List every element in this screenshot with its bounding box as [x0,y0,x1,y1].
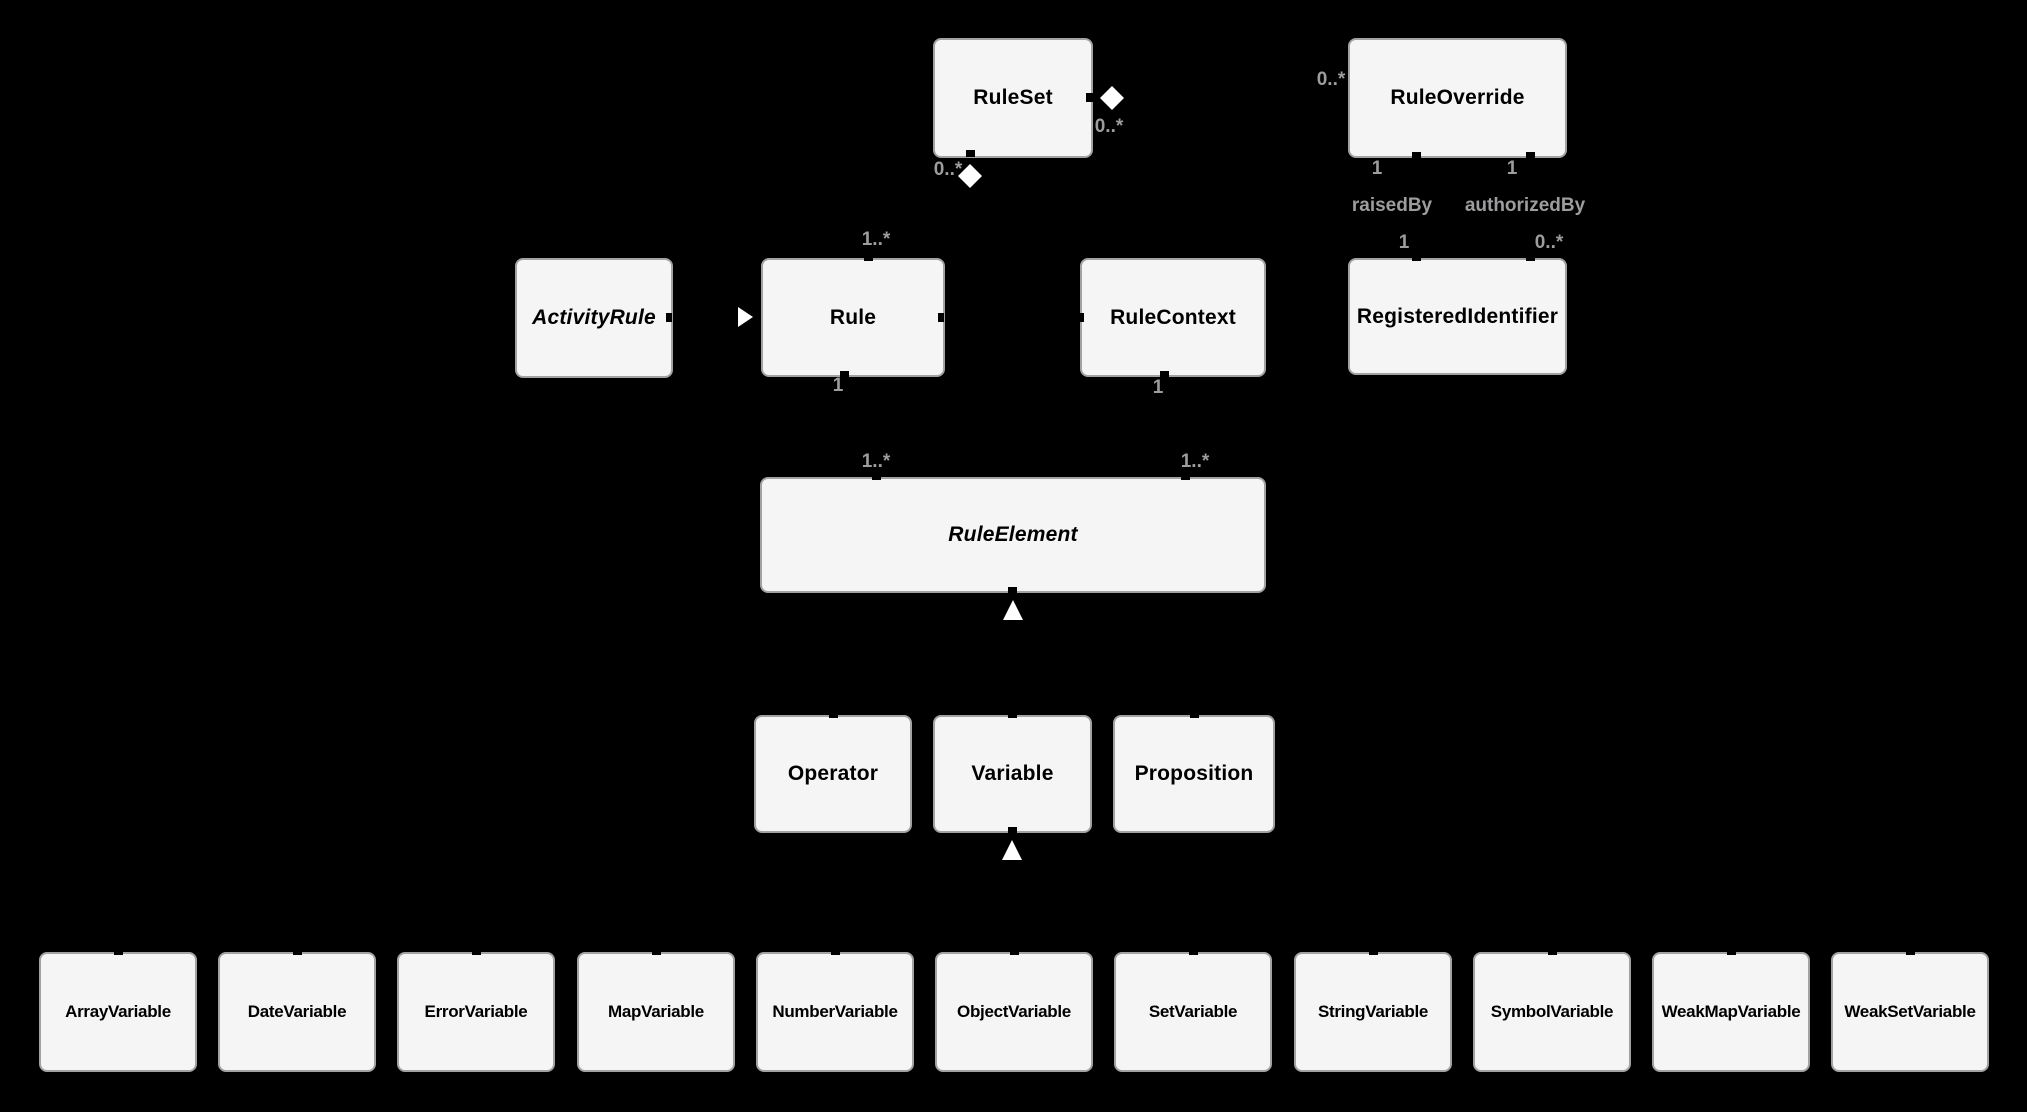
class-registeredidentifier-label: RegisteredIdentifier [1356,304,1559,328]
connector-stub [1160,371,1169,377]
class-weaksetvariable-label: WeakSetVariable [1844,1002,1976,1021]
class-errorvariable-label: ErrorVariable [424,1002,528,1021]
multiplicity-ruleset-override-source: 0..* [1094,116,1124,137]
multiplicity-rule-element-source: 1 [832,375,844,396]
connector-stub [840,371,849,377]
connector-stub [652,949,661,955]
generalization-arrow-icon [738,307,753,327]
class-symbolvariable-label: SymbolVariable [1490,1002,1614,1021]
class-rule[interactable]: Rule [761,258,945,377]
connector-stub [293,949,302,955]
class-variable-label: Variable [971,762,1054,785]
class-weakmapvariable[interactable]: WeakMapVariable [1652,952,1810,1072]
class-ruleset-label: RuleSet [973,86,1053,109]
connector-stub [966,150,975,157]
class-ruleset[interactable]: RuleSet [933,38,1093,158]
connector-stub [1181,474,1190,480]
connector-stub [872,474,881,480]
class-rulecontext[interactable]: RuleContext [1080,258,1266,377]
class-arrayvariable-label: ArrayVariable [65,1002,171,1021]
class-datevariable-label: DateVariable [247,1002,347,1021]
multiplicity-authorizedby-target: 0..* [1534,232,1564,253]
connector-stub [1906,949,1915,955]
connector-stub [1727,949,1736,955]
class-rulecontext-label: RuleContext [1110,305,1236,329]
class-weakmapvariable-label: WeakMapVariable [1661,1002,1801,1021]
connector-stub [1008,712,1017,718]
multiplicity-ruleset-rule-target: 1..* [861,229,891,250]
generalization-arrow-icon [1002,840,1022,860]
connector-stub [1412,255,1421,261]
class-arrayvariable[interactable]: ArrayVariable [39,952,197,1072]
connector-stub [1010,949,1019,955]
class-stringvariable[interactable]: StringVariable [1294,952,1452,1072]
connector-stub [831,949,840,955]
class-activityrule-label: ActivityRule [532,306,656,329]
connector-stub [1548,949,1557,955]
class-operator[interactable]: Operator [754,715,912,833]
class-datevariable[interactable]: DateVariable [218,952,376,1072]
connector-stub [1190,712,1199,718]
class-proposition-label: Proposition [1134,762,1254,785]
multiplicity-rule-element-target: 1..* [861,451,891,472]
connector-stub [1526,152,1535,158]
association-name-authorizedby: authorizedBy [1464,195,1586,216]
connector-stub [666,313,672,322]
class-numbervariable[interactable]: NumberVariable [756,952,914,1072]
class-rule-label: Rule [829,305,877,329]
class-weaksetvariable[interactable]: WeakSetVariable [1831,952,1989,1072]
class-stringvariable-label: StringVariable [1317,1002,1429,1021]
class-objectvariable-label: ObjectVariable [957,1002,1071,1021]
connector-stub [1008,827,1017,833]
class-symbolvariable[interactable]: SymbolVariable [1473,952,1631,1072]
connector-stub [114,949,123,955]
connector-stub [1526,255,1535,261]
class-variable[interactable]: Variable [933,715,1092,833]
connector-stub [1369,949,1378,955]
class-ruleelement[interactable]: RuleElement [760,477,1266,593]
multiplicity-raisedby-target: 1 [1398,232,1410,253]
class-mapvariable-label: MapVariable [608,1002,704,1021]
connector-stub [864,255,873,261]
aggregation-diamond-icon [1099,85,1125,111]
class-operator-label: Operator [787,762,879,785]
class-proposition[interactable]: Proposition [1113,715,1275,833]
class-ruleoverride-label: RuleOverride [1390,86,1525,109]
connector-stub [1008,587,1017,593]
class-objectvariable[interactable]: ObjectVariable [935,952,1093,1072]
association-name-raisedby: raisedBy [1351,195,1433,216]
connector-stub [938,313,944,322]
class-setvariable[interactable]: SetVariable [1114,952,1272,1072]
connector-stub [472,949,481,955]
multiplicity-ruleset-override-target: 0..* [1316,69,1346,90]
class-setvariable-label: SetVariable [1148,1002,1238,1021]
multiplicity-authorizedby-source: 1 [1506,158,1518,179]
class-activityrule[interactable]: ActivityRule [515,258,673,378]
connector-stub [1078,313,1084,322]
class-ruleoverride[interactable]: RuleOverride [1348,38,1567,158]
connector-stub [1412,152,1421,158]
class-errorvariable[interactable]: ErrorVariable [397,952,555,1072]
multiplicity-raisedby-source: 1 [1371,158,1383,179]
connector-stub [1086,93,1093,102]
connector-stub [1189,949,1198,955]
connector-stub [829,712,838,718]
class-registeredidentifier[interactable]: RegisteredIdentifier [1348,258,1567,375]
class-numbervariable-label: NumberVariable [772,1002,898,1021]
multiplicity-context-element-target: 1..* [1180,451,1210,472]
class-ruleelement-label: RuleElement [948,523,1078,546]
generalization-arrow-icon [1003,600,1023,620]
multiplicity-context-element-source: 1 [1152,377,1164,398]
class-mapvariable[interactable]: MapVariable [577,952,735,1072]
multiplicity-ruleset-rule-source: 0..* [933,159,963,180]
